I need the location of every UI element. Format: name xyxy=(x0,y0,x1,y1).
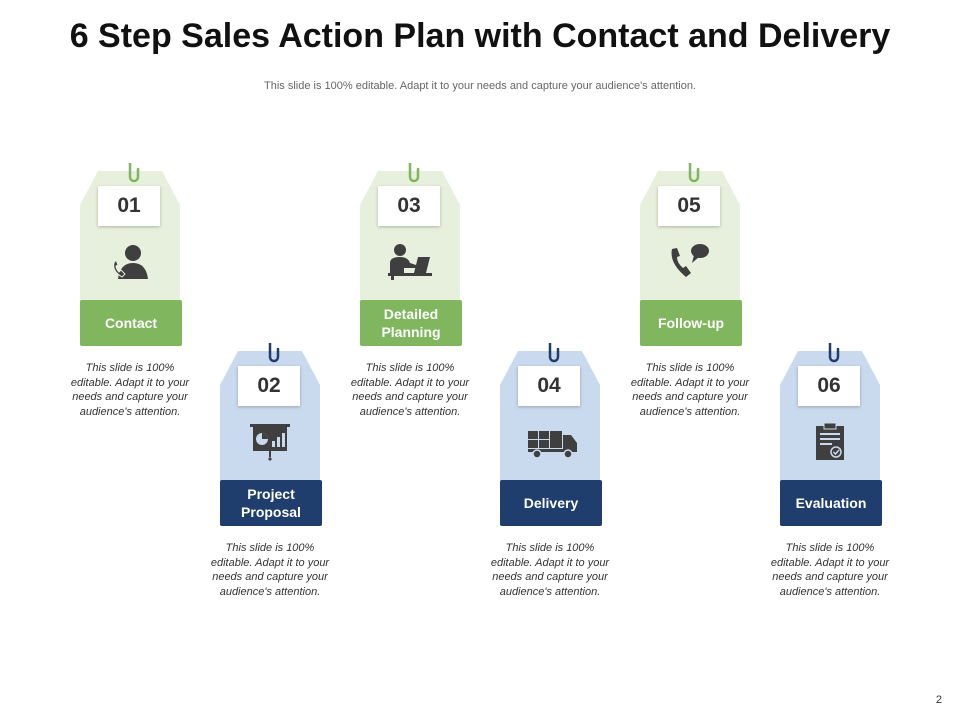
clipboard-check-icon xyxy=(808,423,852,461)
step-description: This slide is 100% editable. Adapt it to… xyxy=(210,542,330,598)
step-number: 01 xyxy=(98,186,160,226)
tag-shape: 01 xyxy=(80,163,180,303)
step-number: 02 xyxy=(238,366,300,406)
step-label: Contact xyxy=(80,300,182,346)
slide-title: 6 Step Sales Action Plan with Contact an… xyxy=(69,17,891,55)
step-number: 05 xyxy=(658,186,720,226)
step-description: This slide is 100% editable. Adapt it to… xyxy=(70,362,190,418)
step-description: This slide is 100% editable. Adapt it to… xyxy=(350,362,470,418)
step-number: 04 xyxy=(518,366,580,406)
step-label: Project Proposal xyxy=(220,480,322,526)
person-phone-icon xyxy=(108,243,152,281)
step-04: 04 Delivery This slide is 100% editable.… xyxy=(487,343,613,598)
tag-shape: 04 xyxy=(500,343,600,483)
step-03: 03 Detailed Planning This slide is 100% … xyxy=(347,163,473,418)
truck-icon xyxy=(528,423,577,461)
step-number: 06 xyxy=(798,366,860,406)
step-06: 06 Evaluation This slide is 100% editabl… xyxy=(767,343,893,598)
step-description: This slide is 100% editable. Adapt it to… xyxy=(630,362,750,418)
person-laptop-icon xyxy=(388,243,432,281)
step-label: Evaluation xyxy=(780,480,882,526)
tag-shape: 02 xyxy=(220,343,320,483)
slide-subtitle: This slide is 100% editable. Adapt it to… xyxy=(264,80,696,92)
tag-shape: 06 xyxy=(780,343,880,483)
step-05: 05 Follow-up This slide is 100% editable… xyxy=(627,163,753,418)
page-number: 2 xyxy=(935,694,942,706)
step-description: This slide is 100% editable. Adapt it to… xyxy=(490,542,610,598)
tag-shape: 05 xyxy=(640,163,740,303)
step-number: 03 xyxy=(378,186,440,226)
phone-chat-icon xyxy=(668,243,712,281)
step-description: This slide is 100% editable. Adapt it to… xyxy=(770,542,890,598)
step-label: Detailed Planning xyxy=(360,300,462,346)
presentation-chart-icon xyxy=(248,423,292,461)
step-01: 01 Contact This slide is 100% editable. … xyxy=(67,163,193,418)
step-02: 02 Project Proposal This slide is 100% e… xyxy=(207,343,333,598)
step-label: Delivery xyxy=(500,480,602,526)
step-label: Follow-up xyxy=(640,300,742,346)
tag-shape: 03 xyxy=(360,163,460,303)
